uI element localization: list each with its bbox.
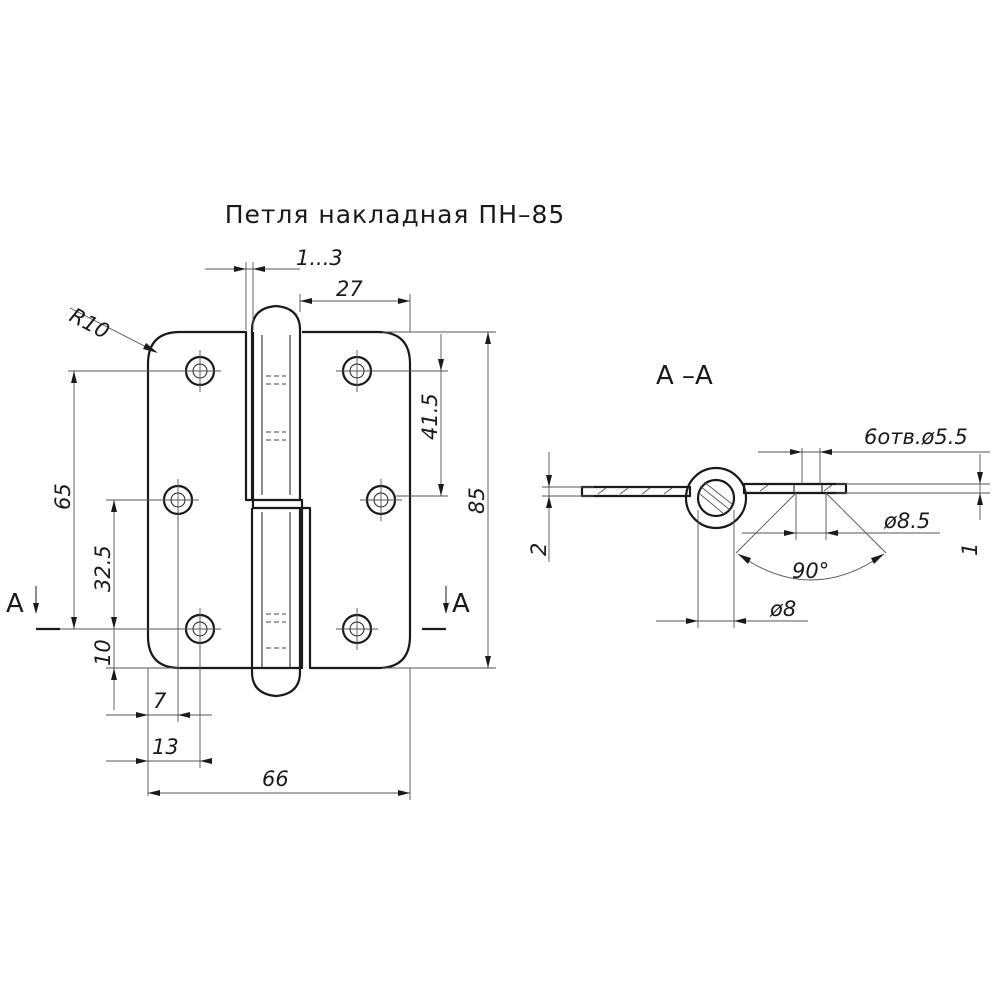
dimension-mid-hole-edge: 7 xyxy=(106,514,212,796)
hinge-front-view xyxy=(146,304,412,698)
dimension-pin-diameter: ø8 xyxy=(656,510,808,628)
dimension-pin-offset: 27 xyxy=(299,277,411,332)
dim-label-corner-radius: R10 xyxy=(66,303,114,344)
right-leaf-section xyxy=(742,482,848,495)
left-leaf-section xyxy=(580,485,692,498)
dimension-total-width: 66 xyxy=(148,668,411,800)
pin-section xyxy=(696,478,736,518)
lower-knuckle xyxy=(250,508,302,698)
section-marker-right: A xyxy=(422,586,470,631)
dimension-countersink-angle: 90° xyxy=(735,492,887,583)
dim-label-pin-offset: 27 xyxy=(336,277,363,301)
dim-label-gap: 1...3 xyxy=(296,246,343,270)
dimension-sheet-thickness: 2 xyxy=(527,452,594,562)
dimension-bottom-hole-offset: 10 xyxy=(58,628,186,710)
dim-label-sheet-thickness: 2 xyxy=(527,543,551,556)
dimension-total-height: 85 xyxy=(382,331,496,669)
dim-label-outer-hole-spacing: 65 xyxy=(51,483,75,510)
section-title: А –А xyxy=(656,361,713,391)
dim-label-total-height: 85 xyxy=(465,487,489,514)
dimension-gap: 1...3 xyxy=(205,246,343,330)
dimension-hole-spacing-vertical: 41.5 xyxy=(372,334,448,497)
section-marker-letter: A xyxy=(6,589,24,619)
page-title: Петля накладная ПН–85 xyxy=(224,200,566,229)
dim-label-mid-hole-offset: 32.5 xyxy=(91,545,115,592)
dimension-outer-hole-spacing: 65 xyxy=(51,370,186,629)
dim-label-countersink-angle: 90° xyxy=(792,559,829,583)
dimension-countersink: ø8.5 xyxy=(742,493,940,540)
dim-label-pin-diameter: ø8 xyxy=(769,597,796,621)
dim-label-bottom-hole-offset: 10 xyxy=(91,639,115,666)
section-marker-letter: A xyxy=(452,589,470,619)
dimension-holes-note: 6отв.ø5.5 xyxy=(758,425,990,484)
dim-label-mid-hole-edge: 7 xyxy=(153,689,167,713)
dim-label-countersink: ø8.5 xyxy=(883,509,930,533)
dim-label-hole-spacing-vertical: 41.5 xyxy=(418,393,442,440)
right-leaf-outline xyxy=(251,330,412,670)
upper-knuckle xyxy=(250,304,302,500)
dimension-bottom-hole-edge: 13 xyxy=(106,643,212,768)
dim-label-total-width: 66 xyxy=(262,767,289,791)
dimension-mid-hole-offset: 32.5 xyxy=(91,499,164,629)
dim-label-holes-note: 6отв.ø5.5 xyxy=(864,425,968,449)
dimension-corner-radius: R10 xyxy=(66,303,158,353)
dim-label-wall-thickness: 1 xyxy=(958,543,982,556)
dimension-wall-thickness: 1 xyxy=(836,454,990,556)
section-marker-left: A xyxy=(6,586,60,631)
dim-label-bottom-hole-edge: 13 xyxy=(152,735,179,759)
hinge-section-view xyxy=(580,466,848,530)
knuckle-section xyxy=(684,466,748,530)
